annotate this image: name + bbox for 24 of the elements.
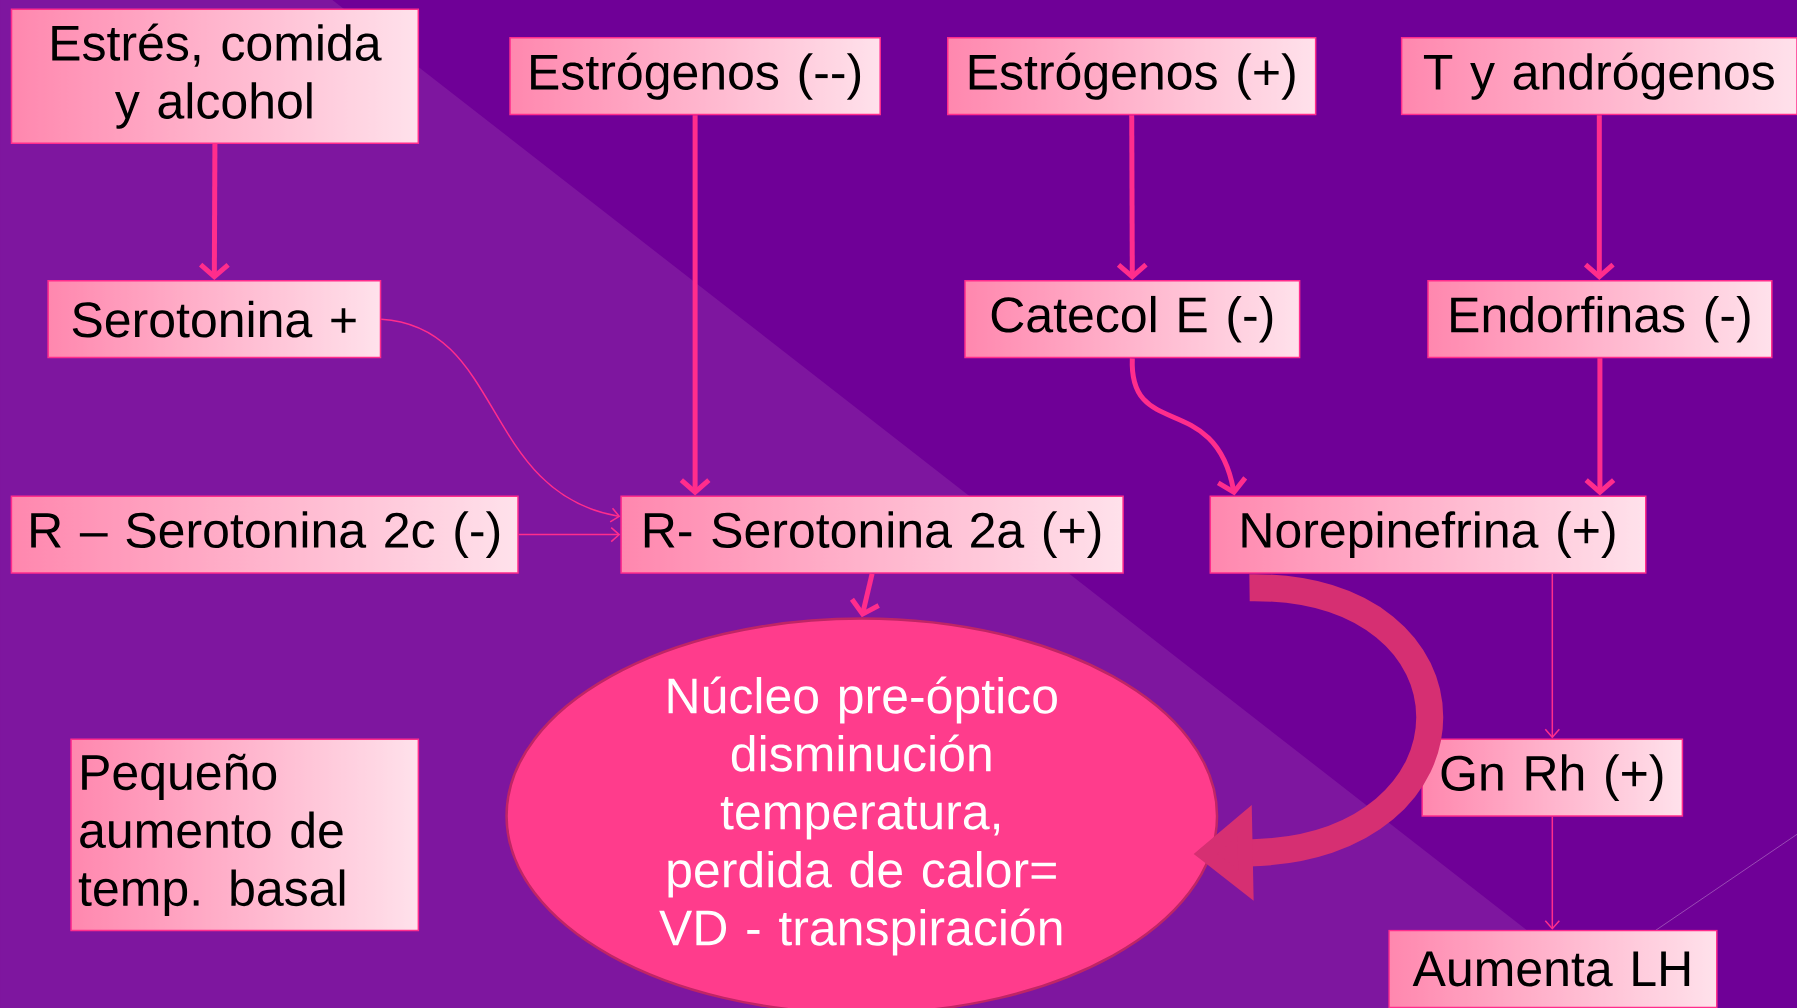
arrow (1584, 358, 1616, 496)
arrow (1583, 115, 1615, 281)
arrow (1116, 115, 1148, 281)
text-box: T y andrógenos (1400, 37, 1797, 116)
text-box: Endorfinas (-) (1427, 280, 1773, 359)
text-box: R- Serotonina 2a (+) (620, 495, 1124, 574)
arrow (1129, 358, 1248, 496)
text-box: Estrógenos (--) (509, 37, 881, 116)
text-box: Catecol E (-) (964, 280, 1301, 359)
text-box: Gn Rh (+) (1421, 738, 1684, 817)
arrow (1544, 816, 1561, 930)
text-box: Serotonina + (47, 280, 382, 359)
arrow (380, 318, 621, 523)
text-box: Pequeño aumento de temp. basal (70, 738, 420, 932)
text-box: R – Serotonina 2c (-) (10, 495, 519, 574)
arrow (518, 526, 621, 543)
arrow (679, 115, 711, 496)
ellipse-node: Núcleo pre-óptico disminución temperatura, perdida de calor= VD - transpiración (505, 617, 1219, 1008)
text-box: Aumenta LH (1388, 929, 1718, 1008)
arrow (1544, 573, 1561, 739)
text-box: Estrés, comida y alcohol (10, 8, 420, 144)
text-box: Norepinefrina (+) (1209, 495, 1647, 574)
text-box: Estrógenos (+) (947, 37, 1317, 116)
arrow (198, 144, 230, 281)
